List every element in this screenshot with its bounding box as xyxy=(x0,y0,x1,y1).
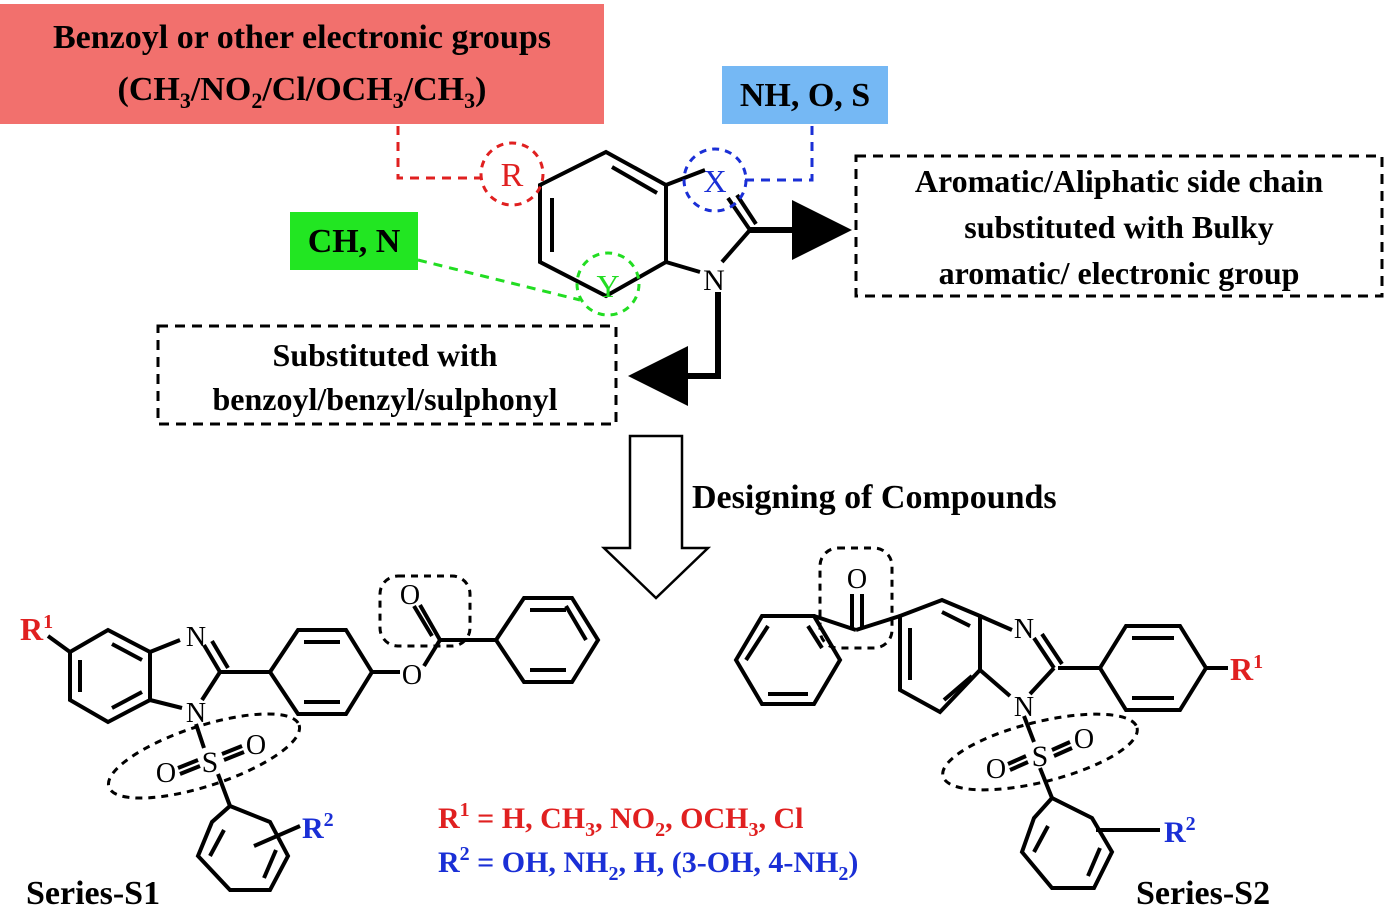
r1-definition: R1 = H, CH3, NO2, OCH3, Cl xyxy=(438,799,803,841)
s1-title: Series-S1 xyxy=(26,875,160,909)
side-chain-line2: substituted with Bulky xyxy=(964,209,1273,245)
s1-r2-label: R2 xyxy=(302,809,334,845)
x-options-box xyxy=(722,66,888,124)
core-n-label: N xyxy=(703,264,725,297)
s2-sulfonyl-highlight xyxy=(941,712,1139,792)
s1-sulfonyl-highlight xyxy=(106,712,302,800)
s1-n-bottom: N xyxy=(186,698,206,729)
series-s1-structure xyxy=(46,596,601,892)
x-connector xyxy=(745,126,814,182)
side-chain-line3: aromatic/ electronic group xyxy=(939,255,1300,291)
s2-o-right: O xyxy=(1074,724,1094,755)
y-options-label: CH, N xyxy=(308,223,401,260)
r-group-line2: (CH3/NO2/Cl/OCH3/CH3) xyxy=(118,71,487,113)
side-chain-line1: Aromatic/Aliphatic side chain xyxy=(915,163,1324,199)
core-r-label: R xyxy=(501,157,524,194)
s1-ester-highlight xyxy=(378,574,472,648)
s1-o-ester: O xyxy=(402,660,422,691)
r-highlight-circle xyxy=(479,141,545,207)
s2-title: Series-S2 xyxy=(1136,875,1270,909)
n-substitution-line2: benzoyl/benzyl/sulphonyl xyxy=(213,381,558,417)
s1-r1-label: R1 xyxy=(20,611,53,647)
side-chain-box xyxy=(854,154,1384,298)
s2-o-left: O xyxy=(986,754,1006,785)
s2-n-top: N xyxy=(1014,614,1034,645)
s1-n-top: N xyxy=(186,622,206,653)
core-to-n-bond xyxy=(628,292,721,406)
y-options-box xyxy=(290,212,418,270)
s2-r2-label: R2 xyxy=(1164,813,1196,849)
s2-s-label: S xyxy=(1032,740,1049,773)
s2-n-bottom: N xyxy=(1014,692,1034,723)
x-options-label: NH, O, S xyxy=(740,77,870,114)
y-connector xyxy=(417,258,581,302)
r-group-line1: Benzoyl or other electronic groups xyxy=(53,19,551,56)
n-substitution-line1: Substituted with xyxy=(273,337,498,373)
core-x-label: X xyxy=(703,163,726,199)
r-connector xyxy=(396,126,480,180)
s2-carbonyl-highlight xyxy=(818,546,894,650)
s1-o-carbonyl: O xyxy=(400,580,420,611)
s2-o-carbonyl: O xyxy=(847,564,867,595)
y-highlight-circle xyxy=(575,251,641,317)
s1-s-label: S xyxy=(202,746,219,779)
design-down-arrow xyxy=(600,434,712,600)
s2-r1-label: R1 xyxy=(1230,651,1263,687)
core-y-label: Y xyxy=(596,268,619,304)
r2-definition: R2 = OH, NH2, H, (3-OH, 4-NH2) xyxy=(438,843,858,885)
x-highlight-circle xyxy=(682,147,748,213)
s1-o-right: O xyxy=(246,730,266,761)
series-s2-structure xyxy=(733,594,1228,890)
core-scaffold xyxy=(538,149,852,406)
n-substitution-box xyxy=(156,324,618,426)
designing-label: Designing of Compounds xyxy=(692,479,1057,516)
r-group-box xyxy=(0,4,604,124)
s1-o-left: O xyxy=(156,758,176,789)
